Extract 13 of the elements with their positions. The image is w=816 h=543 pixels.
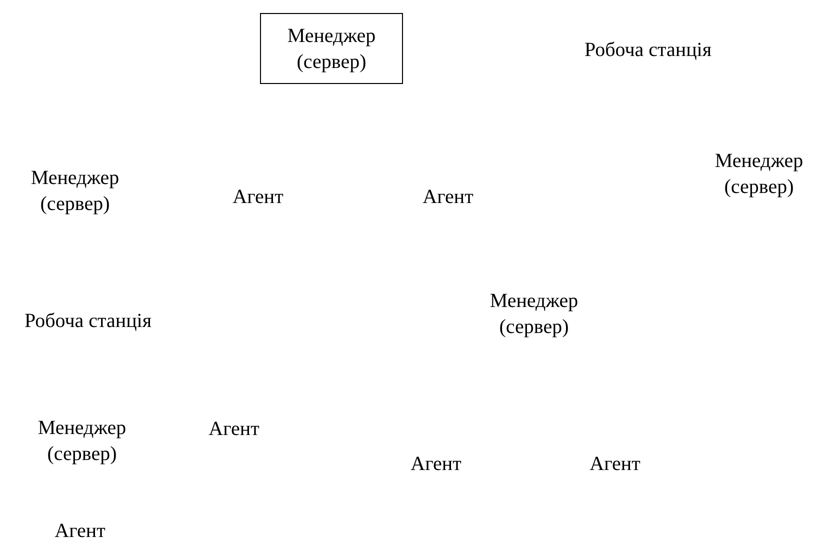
text-label: Агент (410, 452, 462, 477)
text-label: Агент (208, 417, 260, 442)
manager-box: Менеджер (сервер) (260, 13, 403, 84)
text-label: Менеджер (сервер) (36, 416, 128, 467)
text-label: Менеджер (сервер) (488, 289, 580, 340)
text-label: Агент (54, 519, 106, 543)
text-label: Робоча станція (583, 38, 713, 63)
text-label: Менеджер (сервер) (30, 166, 120, 217)
text-label: Робоча станція (23, 309, 153, 334)
text-label: Агент (422, 185, 474, 210)
text-label: Агент (232, 185, 284, 210)
text-label: Менеджер (сервер) (714, 149, 804, 200)
text-label: Агент (588, 452, 642, 477)
